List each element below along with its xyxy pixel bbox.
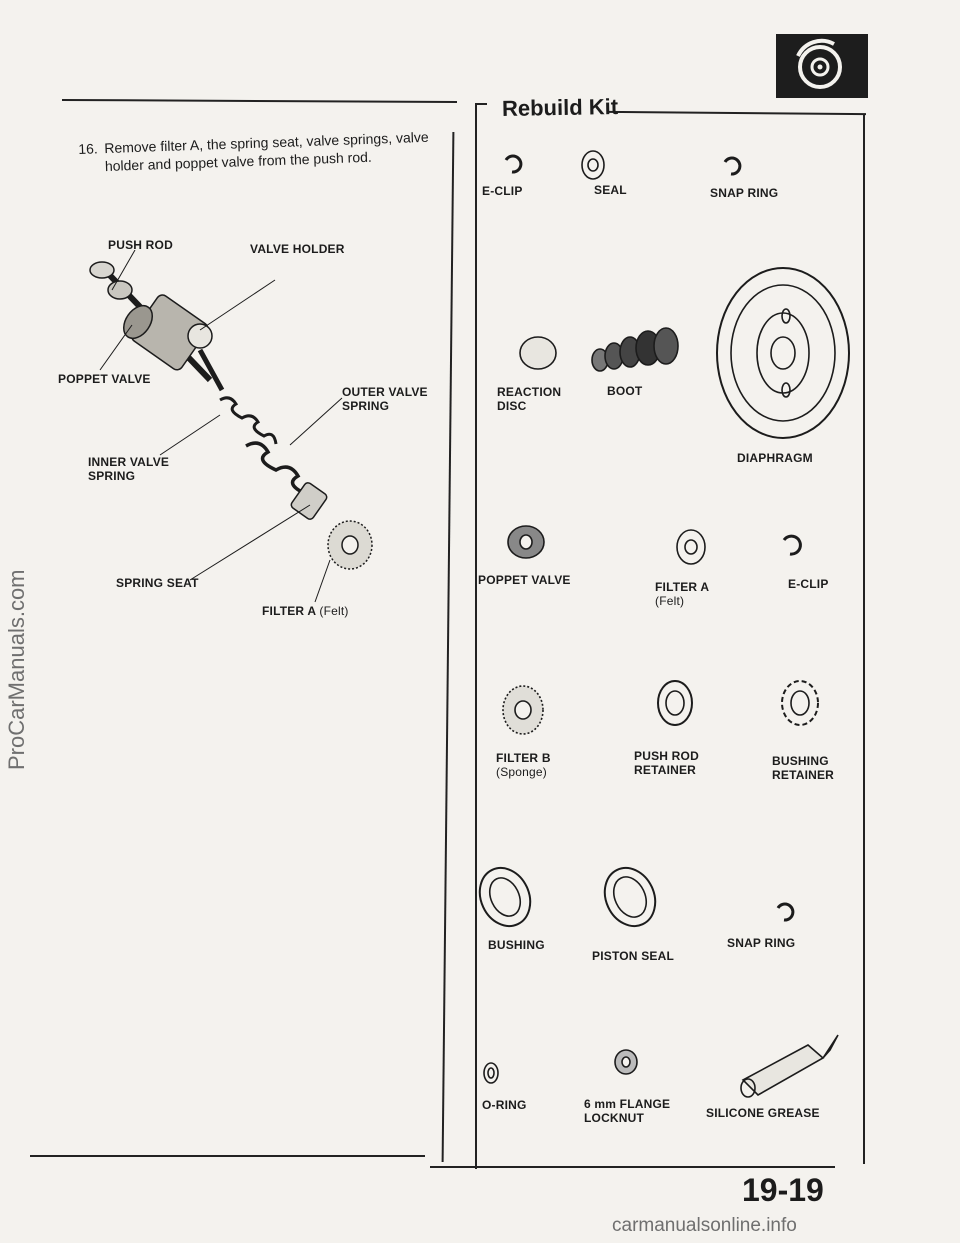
exploded-view-diagram <box>89 250 373 603</box>
page-number: 19-19 <box>742 1172 824 1208</box>
snap-ring-kit-part <box>776 902 795 922</box>
piston-seal-part <box>603 866 657 928</box>
e-clip-kit-part <box>782 534 802 556</box>
filter-a-kit-part <box>676 529 706 565</box>
inner-valve-spring-part <box>219 396 278 445</box>
instruction-step: 16. Remove filter A, the spring seat, va… <box>78 127 448 174</box>
kit-frame-left-rule <box>475 104 477 1169</box>
reaction-disc-part <box>519 336 557 370</box>
kit-label-seal: SEAL <box>594 183 627 197</box>
label-push-rod: PUSH ROD <box>108 238 173 252</box>
label-filter-a: FILTER A (Felt) <box>262 604 349 618</box>
kit-label-e-clip: E-CLIP <box>482 184 523 198</box>
e-clip-part <box>504 154 523 174</box>
step-number: 16. <box>78 140 99 157</box>
label-valve-holder: VALVE HOLDER <box>250 242 345 256</box>
kit-frame-right-rule <box>863 114 865 1164</box>
watermark-side: ProCarManuals.com <box>4 569 29 770</box>
kit-label-e-clip-2: E-CLIP <box>788 577 829 591</box>
label-outer-valve-spring: OUTER VALVE SPRING <box>342 385 428 413</box>
label-spring-seat: SPRING SEAT <box>116 576 199 590</box>
left-panel-bottom-rule <box>30 1155 425 1157</box>
poppet-valve-part <box>122 304 154 340</box>
kit-label-filter-b: FILTER B (Sponge) <box>496 751 551 779</box>
kit-label-boot: BOOT <box>607 384 643 398</box>
kit-label-piston-seal: PISTON SEAL <box>592 949 674 963</box>
o-ring-part <box>483 1062 499 1084</box>
kit-label-bushing: BUSHING <box>488 938 545 952</box>
kit-parts-diagram <box>478 150 850 1098</box>
diaphragm-part <box>716 267 850 439</box>
kit-frame-bottom-rule <box>430 1166 835 1168</box>
kit-label-o-ring: O-RING <box>482 1098 527 1112</box>
boot-part <box>591 327 679 372</box>
label-poppet-valve: POPPET VALVE <box>58 372 151 386</box>
kit-label-poppet-valve: POPPET VALVE <box>478 573 571 587</box>
kit-label-snap-ring: SNAP RING <box>710 186 779 200</box>
section-badge <box>776 34 868 98</box>
left-panel-top-rule <box>61 98 458 104</box>
bushing-part <box>478 866 532 928</box>
kit-label-diaphragm: DIAPHRAGM <box>737 451 813 465</box>
label-inner-valve-spring: INNER VALVE SPRING <box>88 455 170 483</box>
kit-label-push-rod-retainer: PUSH ROD RETAINER <box>634 749 699 777</box>
left-panel-right-rule <box>441 132 455 1162</box>
spring-seat-part <box>290 482 328 520</box>
bushing-retainer-part <box>781 680 819 726</box>
kit-label-reaction-disc: REACTION DISC <box>497 385 562 413</box>
kit-label-filter-a: FILTER A (Felt) <box>655 580 710 608</box>
kit-frame-left-top-tick <box>475 103 487 105</box>
watermark-bottom: carmanualsonline.info <box>612 1215 797 1236</box>
brake-disc-icon <box>796 38 842 89</box>
snap-ring-part <box>723 156 742 176</box>
push-rod-retainer-part <box>657 680 693 726</box>
kit-label-flange-locknut: 6 mm FLANGE LOCKNUT <box>584 1097 671 1125</box>
step-text: Remove filter A, the spring seat, valve … <box>104 128 429 175</box>
kit-label-bushing-retainer: BUSHING RETAINER <box>772 754 835 782</box>
silicone-grease-part <box>740 1034 839 1098</box>
kit-label-silicone-grease: SILICONE GREASE <box>706 1106 820 1120</box>
kit-label-snap-ring-2: SNAP RING <box>727 936 796 950</box>
seal-part <box>581 150 605 180</box>
